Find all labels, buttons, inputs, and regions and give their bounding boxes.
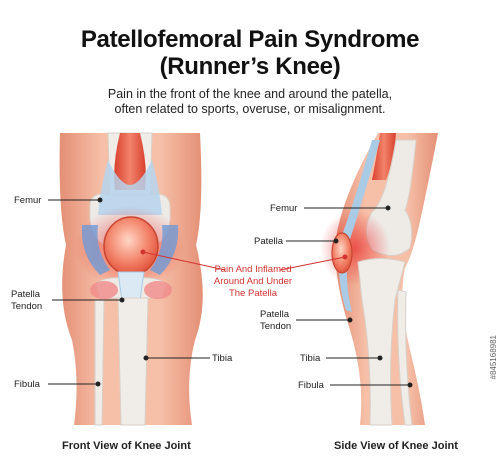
dot-front-patella-tendon	[119, 297, 125, 303]
front-quadriceps-tendon	[98, 160, 162, 215]
inflammation-callout: Pain And Inflamed Around And Under The P…	[198, 264, 308, 300]
dot-front-femur	[97, 197, 103, 203]
front-fat-pad-right	[144, 281, 172, 299]
callout-lines	[140, 249, 348, 271]
dot-side-patella	[333, 238, 339, 244]
label-side-tibia: Tibia	[300, 353, 321, 364]
label-side-patella-tendon-2: Tendon	[260, 321, 292, 332]
side-tibia-bone	[357, 258, 406, 426]
front-patella	[103, 216, 159, 276]
label-front-femur: Femur	[14, 195, 42, 206]
side-quadriceps-tendon	[338, 140, 380, 312]
callout-line-2: Around And Under	[213, 276, 293, 287]
callout-line-3: The Patella	[228, 288, 278, 299]
label-side-patella-tendon-1: Patella	[260, 309, 290, 320]
label-front-tibia: Tibia	[212, 353, 233, 364]
callout-dot-side	[342, 254, 348, 260]
caption-front-view: Front View of Knee Joint	[62, 440, 191, 452]
label-front-fibula: Fibula	[14, 379, 40, 390]
page-title: Patellofemoral Pain Syndrome	[80, 26, 420, 53]
caption-side-view: Side View of Knee Joint	[334, 440, 458, 452]
label-lines	[48, 197, 413, 388]
callout-line-side	[279, 256, 346, 271]
callout-dot-front	[140, 249, 146, 255]
page-title-line-2: (Runner’s Knee)	[159, 53, 341, 80]
page-subtitle-line-2: often related to sports, overuse, or mis…	[114, 102, 386, 116]
label-side-patella: Patella	[254, 236, 284, 247]
front-patella-tendon	[117, 271, 145, 301]
front-fibula-bone	[94, 299, 105, 426]
stock-id-watermark: #845168981	[489, 335, 498, 380]
dot-side-femur	[385, 205, 391, 211]
dot-front-fibula	[95, 381, 101, 387]
side-fibula-bone	[397, 289, 413, 426]
front-quadriceps-muscle	[114, 133, 146, 190]
front-fat-pad-left	[90, 281, 118, 299]
front-ligament-left	[81, 225, 110, 275]
dot-side-tibia	[377, 355, 383, 361]
front-ligament-right	[150, 225, 179, 275]
dot-side-fibula	[407, 382, 413, 388]
label-side-femur: Femur	[270, 203, 298, 214]
dot-side-patella-tendon	[347, 317, 353, 323]
dot-front-tibia	[143, 355, 149, 361]
label-side-fibula: Fibula	[298, 380, 324, 391]
front-tibia-bone	[117, 297, 149, 426]
label-front-tendon: Tendon	[11, 301, 43, 312]
label-front-patella: Patella	[11, 289, 41, 300]
side-view-leg	[320, 133, 438, 426]
callout-line-1: Pain And Inflamed	[214, 264, 292, 275]
callout-line-front	[142, 251, 226, 271]
page-subtitle: Pain in the front of the knee and around…	[107, 87, 393, 101]
front-view-leg	[59, 132, 203, 426]
